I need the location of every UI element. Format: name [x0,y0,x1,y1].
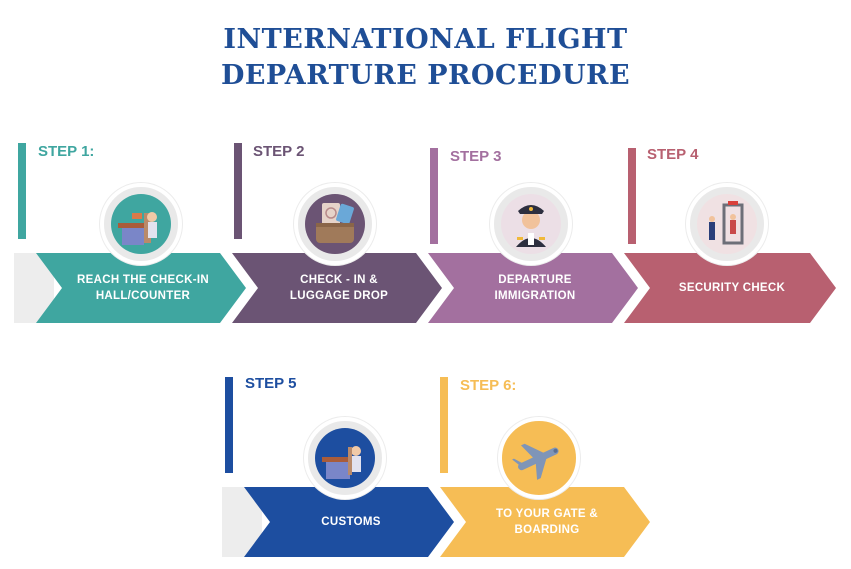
step-5-text: CUSTOMS [321,516,381,528]
step-2-text: CHECK - IN & LUGGAGE DROP [289,274,389,302]
customs-counter-icon [304,417,386,499]
step-5-marker [225,377,233,473]
check-in-counter-icon [100,183,182,265]
page-title-line-1: INTERNATIONAL FLIGHT [223,24,628,55]
step-4-marker [628,148,636,244]
step-3-text: DEPARTURE IMMIGRATION [494,274,576,302]
step-1-text: REACH THE CHECK-IN HALL/COUNTER [77,274,209,302]
step-2-marker [234,143,242,239]
luggage-passport-icon [294,183,376,265]
step-6-arrow: TO YOUR GATE & BOARDING [440,487,650,557]
step-1-label: STEP 1: [38,143,95,160]
airplane-icon [498,417,580,499]
step-6-label: STEP 6: [460,377,517,394]
page-title-line-2: DEPARTURE PROCEDURE [220,60,631,91]
step-1-marker [18,143,26,239]
step-3-label: STEP 3 [450,148,502,165]
pilot-officer-icon [490,183,572,265]
step-6-marker [440,377,448,473]
step-2-label: STEP 2 [253,143,305,160]
step-4-text: SECURITY CHECK [678,282,786,294]
step-4-label: STEP 4 [647,146,699,163]
step-3-marker [430,148,438,244]
security-scanner-icon [686,183,768,265]
step-6-text: TO YOUR GATE & BOARDING [496,508,598,536]
step-5-label: STEP 5 [245,375,297,392]
